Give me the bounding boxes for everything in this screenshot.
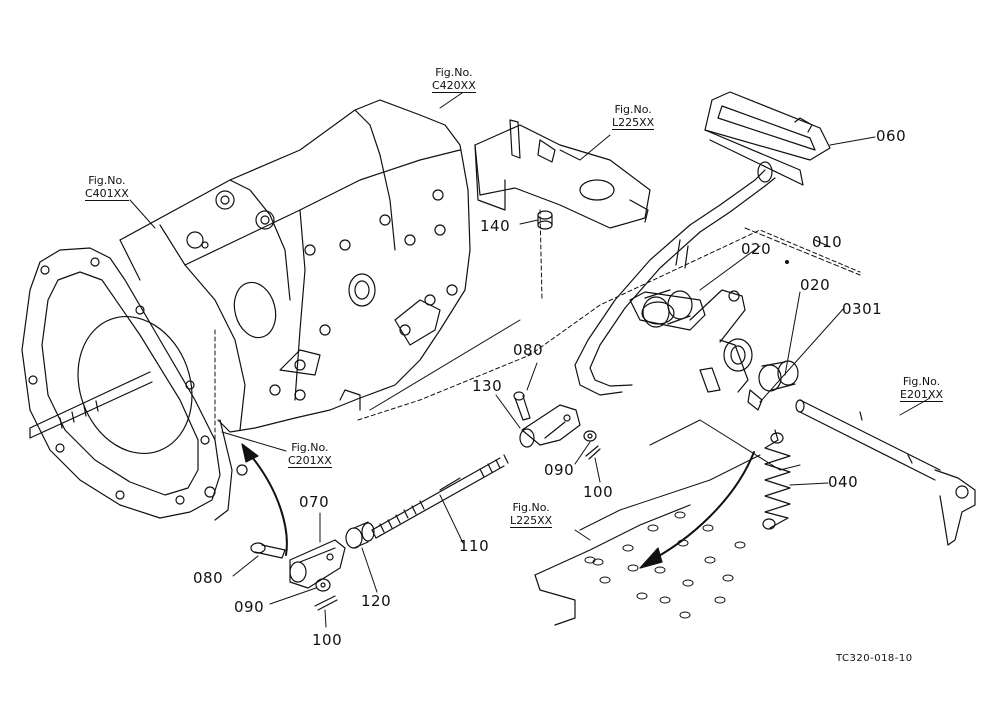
part-number-060: 060 [876,127,907,145]
part-number-080-top: 080 [513,341,544,359]
fig-ref-title: Fig.No. [512,501,550,514]
fig-ref-c420: Fig.No. C420XX [432,66,476,93]
part-number-020-a: 020 [741,240,772,258]
fig-ref-title: Fig.No. [291,441,329,454]
part-number-100-bottom: 100 [312,631,343,649]
pin-080-bottom [250,542,286,559]
fig-ref-e201: Fig.No. E201XX [900,375,944,402]
fig-ref-c401: Fig.No. C401XX [85,174,129,201]
part-number-020-b: 020 [800,276,831,294]
fig-ref-code: C420XX [432,79,476,93]
fig-ref-code: C401XX [85,187,129,201]
mounting-guide-lines [214,209,861,441]
part-number-110: 110 [459,537,490,555]
drawing-code: TC320-018-10 [836,653,913,664]
fig-ref-code: L225XX [510,514,553,528]
threaded-rod-110 [371,454,509,539]
fig-ref-title: Fig.No. [902,375,941,388]
cotter-100-bottom [314,595,338,611]
reference-outline [369,319,801,531]
return-spring-040 [762,429,791,530]
part-number-130: 130 [472,377,503,395]
part-number-090-top: 090 [544,461,575,479]
part-number-0301: 0301 [842,300,883,318]
fig-ref-title: Fig.No. [614,103,652,116]
part-number-120: 120 [361,592,392,610]
part-number-010: 010 [812,233,843,251]
fig-ref-c201: Fig.No. C201XX [288,441,332,468]
part-number-040: 040 [828,473,859,491]
pin-080-top [513,391,531,421]
part-number-090-bottom: 090 [234,598,265,616]
part-number-140: 140 [480,217,511,235]
clevis-130 [519,404,581,448]
leader-lines [129,92,931,628]
fig-ref-l225-top: Fig.No. L225XX [612,103,655,130]
transmission-housing [21,99,471,521]
cross-shaft [795,399,976,546]
dashed-bracket-010 [744,227,861,276]
fig-ref-code: C201XX [288,454,332,468]
part-number-070: 070 [299,493,330,511]
cotter-100-top [585,445,601,460]
washer-090-top [583,430,597,442]
fig-ref-title: Fig.No. [435,66,473,79]
part-number-080-bottom: 080 [193,569,224,587]
mounting-bracket [474,119,651,229]
clevis-070 [289,539,346,589]
fig-ref-title: Fig.No. [88,174,126,187]
floor-plate [534,504,746,626]
clutch-pedal [574,91,831,411]
nut-120 [345,521,375,549]
bushing-020-a [642,289,693,328]
fig-ref-code: E201XX [900,388,944,402]
part-number-100-top: 100 [583,483,614,501]
assembly-arrows [241,443,755,569]
washer-090-bottom [315,578,331,592]
fig-ref-code: L225XX [612,116,655,130]
bushing-140 [537,210,553,230]
fig-ref-l225-bottom: Fig.No. L225XX [510,501,553,528]
